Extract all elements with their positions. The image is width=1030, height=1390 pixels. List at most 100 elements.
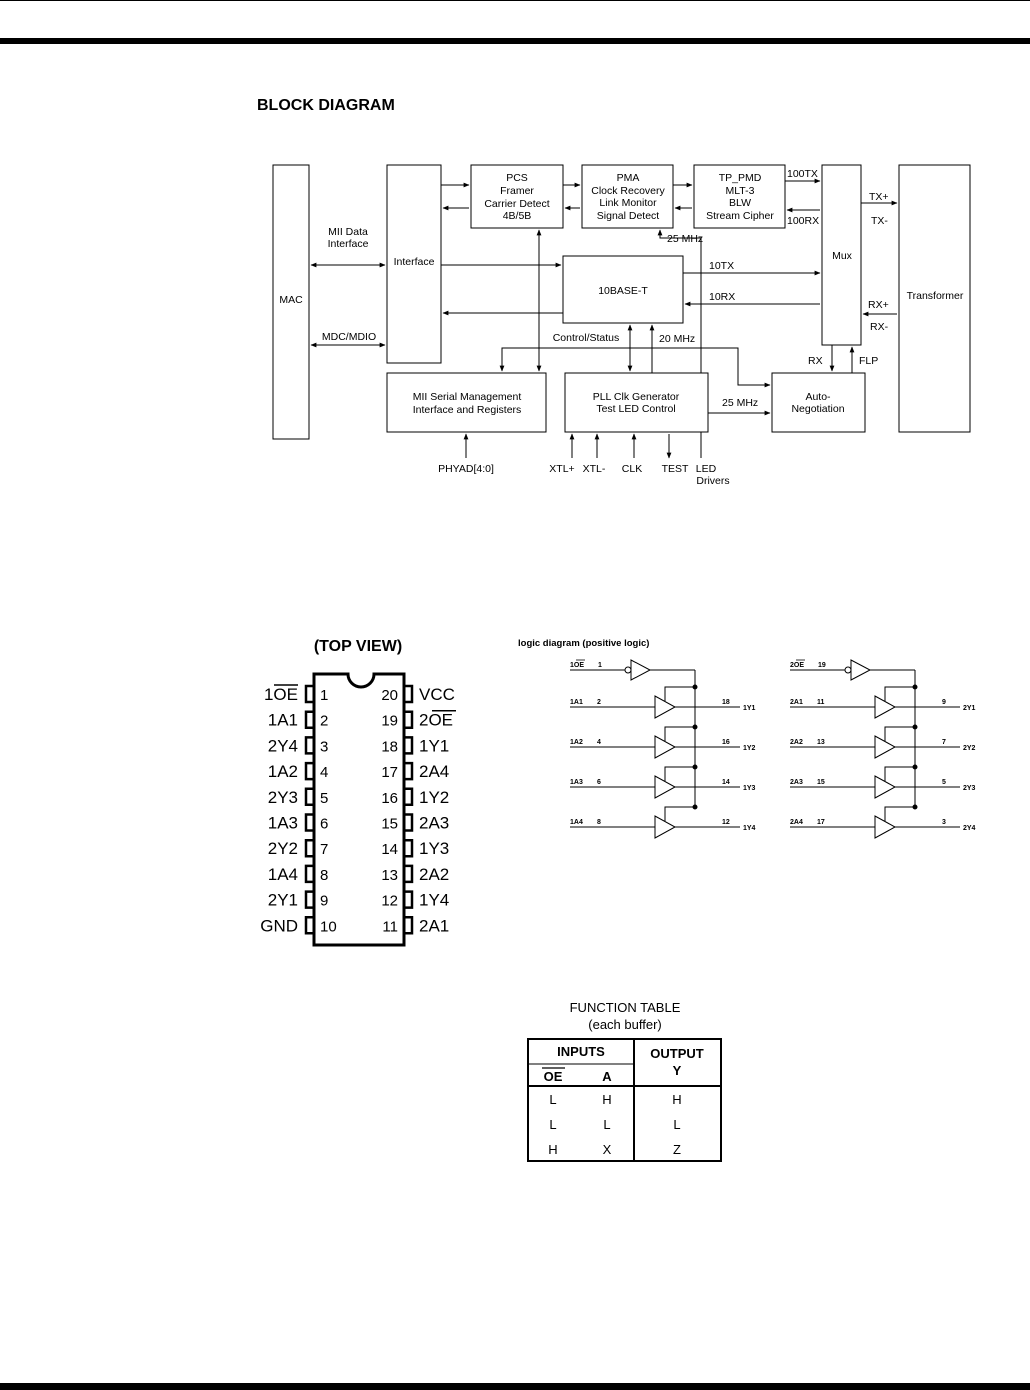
pin-number-right: 16 [381, 790, 398, 807]
led-drivers-label-1: LED [696, 463, 717, 475]
pcs-block [470, 164, 564, 229]
buffer-triangle [874, 695, 897, 719]
section-heading: BLOCK DIAGRAM [257, 97, 395, 114]
enable-label: 1OE [570, 662, 584, 669]
buffer-output-label: 1Y4 [743, 825, 756, 832]
pin-number-left: 10 [320, 918, 337, 935]
buffer-output-pin: 12 [722, 819, 730, 826]
function-table-cell: H [602, 1092, 611, 1107]
pin-number-right: 15 [381, 816, 398, 833]
mac-block [272, 164, 310, 440]
pin-stub-left [304, 684, 314, 704]
pcs-label-4: 4B/5B [503, 210, 532, 222]
pin-number-right: 14 [381, 841, 398, 858]
buffer-input-label: 1A1 [570, 699, 583, 706]
mux-block [821, 164, 862, 346]
pin-name-left: 1A4 [268, 865, 298, 884]
pin-name-right: 1Y4 [419, 891, 449, 910]
buffer-input-pin: 15 [817, 779, 825, 786]
buffer-input-pin: 17 [817, 819, 825, 826]
function-table-subtitle: (each buffer) [588, 1017, 662, 1032]
col-a-header: A [602, 1069, 612, 1084]
pin-number-right: 13 [381, 867, 398, 884]
pcs-label-2: Framer [500, 185, 534, 197]
buffer-output-label: 2Y1 [963, 705, 976, 712]
phyad-label: PHYAD[4:0] [438, 463, 494, 475]
mhz25-bottom-label: 25 MHz [722, 397, 758, 409]
led-drivers-label-2: Drivers [696, 475, 729, 487]
pinout-title: (TOP VIEW) [314, 638, 402, 655]
autoneg-block [771, 372, 866, 433]
pin-stub-right [404, 736, 414, 755]
inputs-header: INPUTS [557, 1044, 605, 1059]
pin-number-right: 11 [382, 918, 398, 935]
pin-name-left: 1A3 [268, 814, 298, 833]
pin-name-right: 1Y2 [419, 788, 449, 807]
buffer-input-pin: 2 [597, 699, 601, 706]
pin-stub-left [304, 787, 314, 807]
function-table-cell: L [549, 1092, 556, 1107]
tp-pmd-label-2: MLT-3 [726, 185, 755, 197]
control-status-label: Control/Status [553, 332, 620, 344]
pin-stub-left [304, 736, 314, 755]
buffer-output-label: 1Y2 [743, 745, 756, 752]
pin-stub-right [404, 761, 414, 781]
enable-pin-number: 19 [818, 662, 826, 669]
junction-dot [912, 764, 918, 770]
buffer-output-label: 2Y4 [963, 825, 976, 832]
pin-number-left: 3 [320, 738, 328, 755]
pin-name-right: 2OE [419, 711, 453, 730]
pin-number-right: 19 [381, 713, 398, 730]
pin-name-right: 1Y1 [419, 736, 449, 755]
mux-label: Mux [832, 250, 853, 262]
pin-number-left: 9 [320, 893, 328, 910]
pin-number-right: 17 [381, 764, 398, 781]
pinout-diagram: (TOP VIEW) 11OE21A132Y441A252Y361A372Y28… [260, 638, 456, 947]
junction-dot [912, 684, 918, 690]
function-table-cell: Z [673, 1142, 681, 1157]
buffer-input-label: 2A1 [790, 699, 803, 706]
output-header-1: OUTPUT [650, 1046, 704, 1061]
pin-number-left: 8 [320, 867, 328, 884]
pin-stub-left [304, 864, 314, 884]
buffer-output-pin: 5 [942, 779, 946, 786]
pcs-label-3: Carrier Detect [484, 198, 549, 210]
pin-name-right: 1Y3 [419, 839, 449, 858]
pin-number-left: 7 [320, 841, 328, 858]
mii-serial-label-1: MII Serial Management [413, 391, 522, 403]
buffer-triangle [874, 815, 897, 839]
buffer-output-pin: 14 [722, 779, 730, 786]
pin-name-right: 2A2 [419, 865, 449, 884]
buffer-input-pin: 8 [597, 819, 601, 826]
pma-label-2: Clock Recovery [591, 185, 665, 197]
pma-label-1: PMA [617, 172, 640, 184]
tenbase-block [562, 255, 684, 324]
mii-data-label-1: MII Data [328, 226, 368, 238]
pin-number-left: 4 [320, 764, 328, 781]
buffer-input-label: 1A4 [570, 819, 583, 826]
function-table-cell: L [673, 1117, 680, 1132]
enable-pin-number: 1 [598, 662, 602, 669]
mii-serial-label-2: Interface and Registers [413, 404, 522, 416]
pin-name-right: VCC [419, 685, 455, 704]
top-thin-rule [0, 0, 1030, 1]
pin-name-left: 1OE [264, 685, 298, 704]
buffer-input-label: 2A2 [790, 739, 803, 746]
tx10-label: 10TX [709, 260, 734, 272]
package-outline [312, 672, 406, 947]
junction-dot [912, 724, 918, 730]
buffer-output-pin: 18 [722, 699, 730, 706]
flp-label: FLP [859, 355, 878, 367]
pll-label-2: Test LED Control [596, 403, 675, 415]
pin-stub-left [304, 890, 314, 909]
pcs-label-1: PCS [506, 172, 528, 184]
buffer-input-label: 2A3 [790, 779, 803, 786]
interface-label: Interface [394, 256, 435, 268]
buffer-input-pin: 11 [817, 699, 825, 706]
mii-serial-block [386, 372, 547, 433]
buffer-triangle [654, 815, 677, 839]
tenbase-label: 10BASE-T [598, 285, 648, 297]
logic-group-2 [790, 659, 960, 839]
